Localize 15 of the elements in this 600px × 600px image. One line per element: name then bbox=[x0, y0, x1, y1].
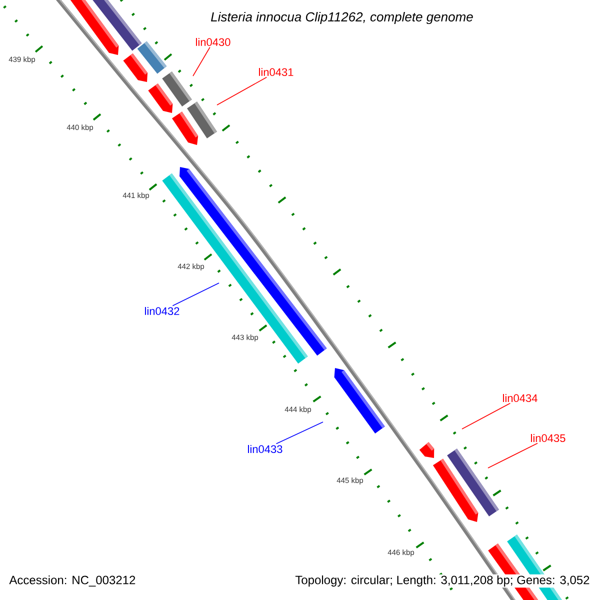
title: Listeria innocua Clip11262, complete genome bbox=[211, 12, 473, 24]
footer-text: Accession: NC_003212 bbox=[8, 574, 137, 588]
leader-line bbox=[192, 46, 210, 76]
leader-line bbox=[172, 282, 220, 306]
leader-line bbox=[462, 402, 511, 430]
leader-line bbox=[216, 76, 268, 106]
gene-label: lin0432 bbox=[145, 306, 180, 316]
leader-line bbox=[276, 422, 324, 444]
leader-line bbox=[488, 442, 538, 468]
gene-label: lin0434 bbox=[503, 394, 538, 402]
footer-text: Topology: circular; Length: 3,011,208 bp; Genes: 3,052 bbox=[294, 574, 591, 588]
gene-label: lin0435 bbox=[531, 434, 566, 442]
gene-label: lin0431 bbox=[259, 68, 294, 76]
gene-label: lin0430 bbox=[196, 38, 230, 46]
gene-label: lin0433 bbox=[248, 444, 282, 454]
